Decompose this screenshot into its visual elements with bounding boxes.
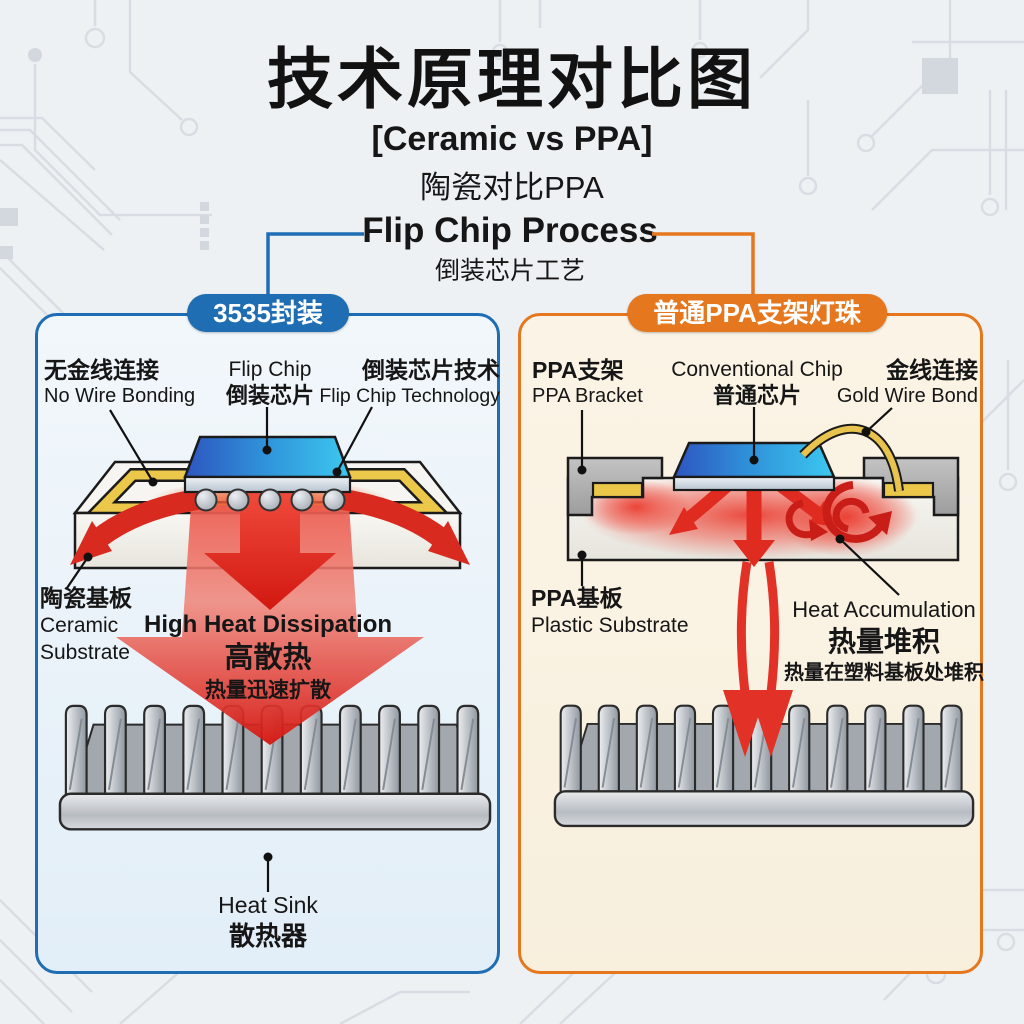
label-high-heat-dissipation: High Heat Dissipation 高散热 热量迅速扩散 bbox=[143, 611, 393, 702]
heat-accumulation-down-arrows bbox=[723, 561, 793, 757]
label-no-wire-bonding: 无金线连接 No Wire Bonding bbox=[44, 357, 196, 407]
heat-swirl bbox=[785, 481, 892, 543]
ppa-panel-header: 普通PPA支架灯珠 bbox=[627, 294, 887, 332]
process-title-chinese: 倒装芯片工艺 bbox=[434, 257, 586, 285]
ceramic-panel-header: 3535封装 bbox=[187, 294, 349, 332]
ppa-bracket-shapes bbox=[566, 456, 960, 517]
callout-lines-left bbox=[66, 406, 373, 892]
connector-brackets bbox=[266, 232, 755, 298]
heat-dissipation-arrows bbox=[70, 488, 470, 745]
label-flip-chip-technology: 倒装芯片技术 Flip Chip Technology bbox=[319, 357, 500, 407]
page-title: 技术原理对比图 bbox=[267, 42, 757, 116]
ceramic-diagram bbox=[38, 406, 504, 892]
flip-chip-shape bbox=[183, 435, 352, 512]
label-heat-accumulation: Heat Accumulation 热量堆积 热量在塑料基板处堆积 bbox=[784, 597, 984, 684]
callout-lines-right bbox=[577, 407, 900, 596]
label-gold-wire-bond: 金线连接 Gold Wire Bond bbox=[836, 357, 978, 407]
label-conventional-chip: Conventional Chip 普通芯片 bbox=[671, 358, 843, 408]
ppa-diagram bbox=[521, 407, 987, 975]
label-plastic-substrate: PPA基板 Plastic Substrate bbox=[531, 585, 689, 637]
label-ceramic-substrate: 陶瓷基板 Ceramic Substrate bbox=[40, 585, 132, 664]
ppa-panel bbox=[518, 313, 983, 974]
subtitle-english: [Ceramic vs PPA] bbox=[371, 120, 653, 158]
label-flip-chip: Flip Chip 倒装芯片 bbox=[225, 358, 315, 408]
process-title-english: Flip Chip Process bbox=[362, 211, 658, 250]
label-ppa-bracket: PPA支架 PPA Bracket bbox=[532, 357, 643, 407]
subtitle-chinese: 陶瓷对比PPA bbox=[420, 170, 604, 205]
label-heat-sink: Heat Sink 散热器 bbox=[218, 892, 318, 951]
